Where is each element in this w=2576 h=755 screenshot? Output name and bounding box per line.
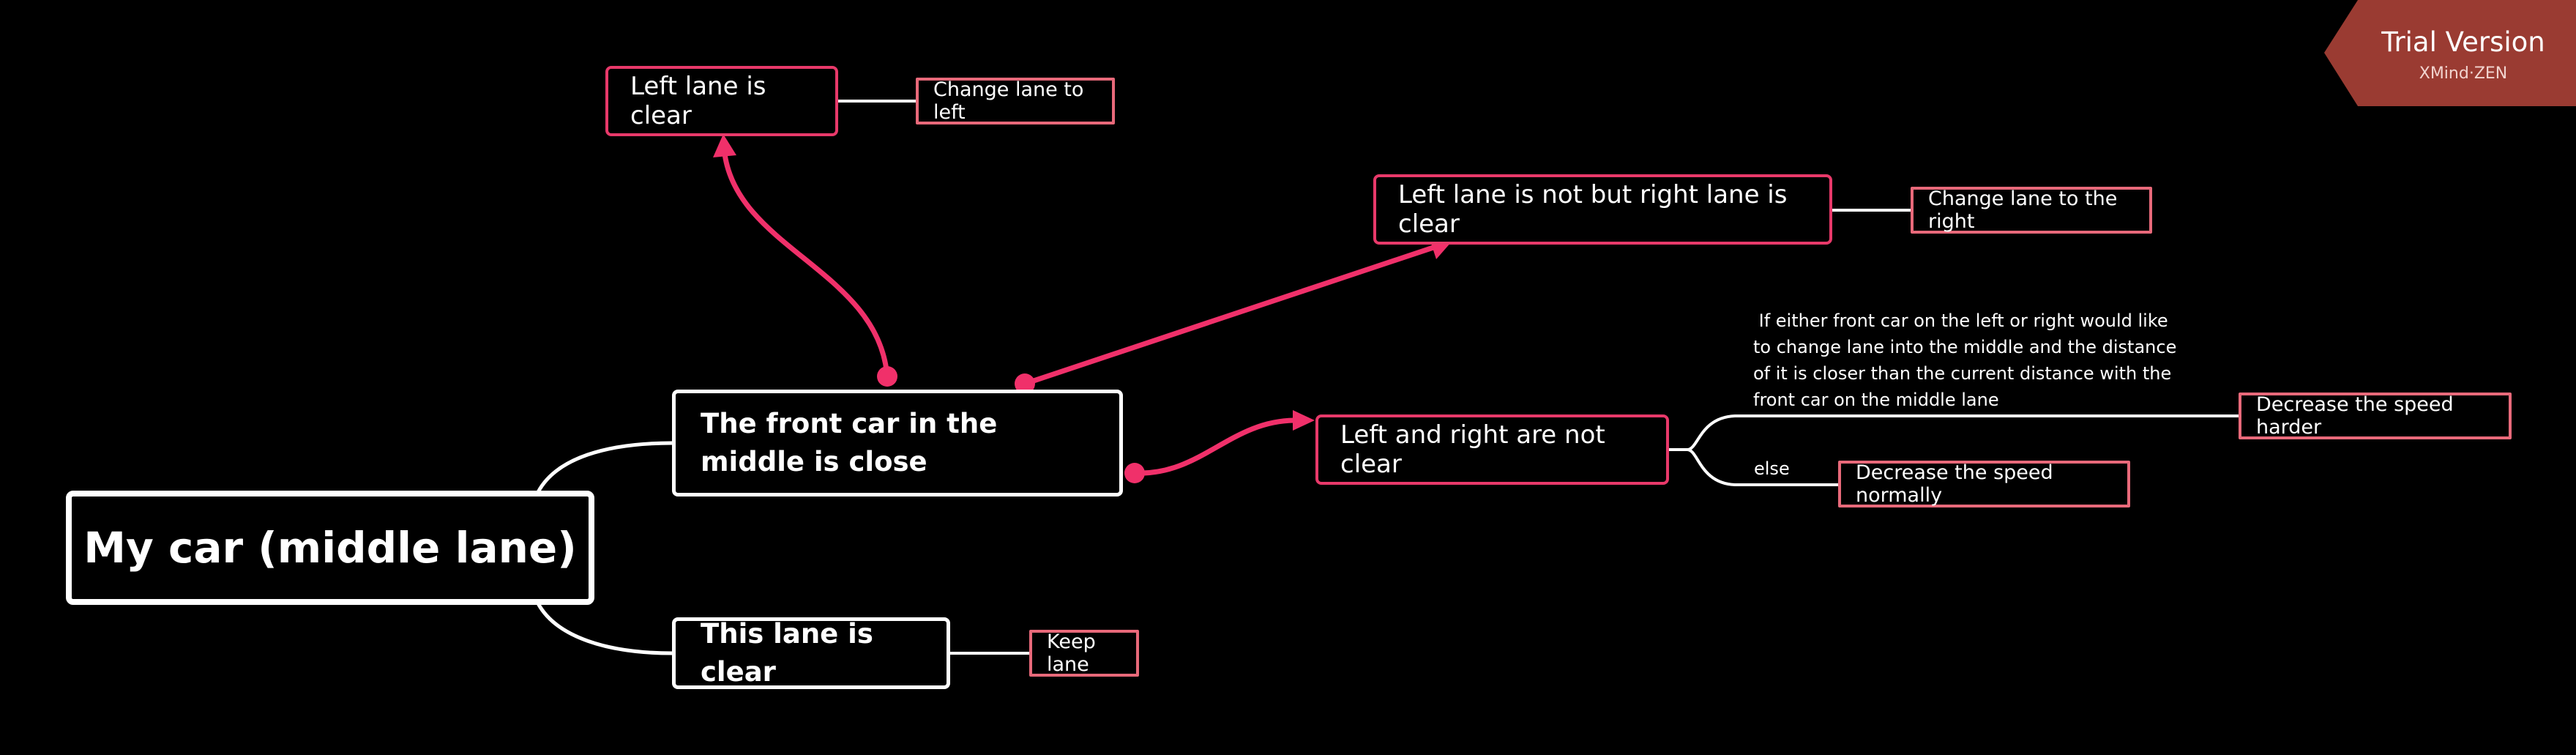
condition-merge-line-4: front car on the middle lane <box>1753 390 1999 410</box>
watermark-subtitle: XMind·ZEN <box>2419 64 2508 83</box>
topic-left-right-not-clear[interactable]: Left and right are not clear <box>1315 414 1669 485</box>
relationship-arrow-to-right-lane <box>1023 245 1435 387</box>
condition-else-label: else <box>1754 458 1790 479</box>
relationship-arrow-to-not-clear <box>1134 417 1295 476</box>
arrowhead-not-clear <box>1293 410 1315 431</box>
condition-merge-line-1: If either front car on the left or right… <box>1753 310 2168 331</box>
action-decrease-speed-harder-label: Decrease the speed harder <box>2256 393 2454 439</box>
topic-left-lane-clear-label: Left lane is clear <box>630 72 766 130</box>
topic-right-lane-clear[interactable]: Left lane is not but right lane is clear <box>1373 174 1832 245</box>
action-change-lane-right-label: Change lane to the right <box>1928 187 2118 233</box>
connector-not-clear-branch-lower <box>1687 448 1838 486</box>
topic-right-lane-clear-label: Left lane is not but right lane is clear <box>1398 180 1788 239</box>
trial-watermark-shape <box>2324 0 2576 106</box>
topic-front-car-close[interactable]: The front car in the middle is close <box>672 390 1123 496</box>
action-decrease-speed-normally-label: Decrease the speed normally <box>1856 461 2053 507</box>
arrowhead-left-lane <box>713 134 736 157</box>
central-topic-my-car[interactable]: My car (middle lane) <box>66 491 594 605</box>
connector-not-clear-branch-upper <box>1669 414 2239 451</box>
condition-merge-line-3: of it is closer than the current distanc… <box>1753 363 2172 384</box>
action-decrease-speed-harder[interactable]: Decrease the speed harder <box>2239 393 2512 439</box>
topic-left-right-not-clear-label: Left and right are not clear <box>1340 420 1605 479</box>
action-keep-lane-label: Keep lane <box>1047 631 1096 676</box>
condition-merge-line-2: to change lane into the middle and the d… <box>1753 337 2177 357</box>
central-topic-label: My car (middle lane) <box>83 523 577 573</box>
relationship-arrow-to-left-lane <box>722 153 890 377</box>
connector-root-this-lane <box>536 602 673 655</box>
topic-this-lane-clear[interactable]: This lane is clear <box>672 617 950 689</box>
action-change-lane-left-label: Change lane to left <box>933 78 1084 124</box>
relationship-dot-left <box>877 366 897 387</box>
topic-left-lane-clear[interactable]: Left lane is clear <box>605 66 838 136</box>
topic-front-car-close-label: The front car in the middle is close <box>701 408 998 477</box>
topic-this-lane-clear-label: This lane is clear <box>701 618 873 688</box>
action-keep-lane[interactable]: Keep lane <box>1029 630 1139 677</box>
relationship-dot-right <box>1015 373 1035 394</box>
watermark-title: Trial Version <box>2381 26 2545 58</box>
action-decrease-speed-normally[interactable]: Decrease the speed normally <box>1838 461 2130 507</box>
condition-merge-text: If either front car on the left or right… <box>1753 308 2176 413</box>
action-change-lane-left[interactable]: Change lane to left <box>916 78 1115 124</box>
action-change-lane-right[interactable]: Change lane to the right <box>1911 187 2152 234</box>
connector-root-front-car <box>536 441 673 494</box>
relationship-dot-not-clear <box>1124 463 1145 483</box>
